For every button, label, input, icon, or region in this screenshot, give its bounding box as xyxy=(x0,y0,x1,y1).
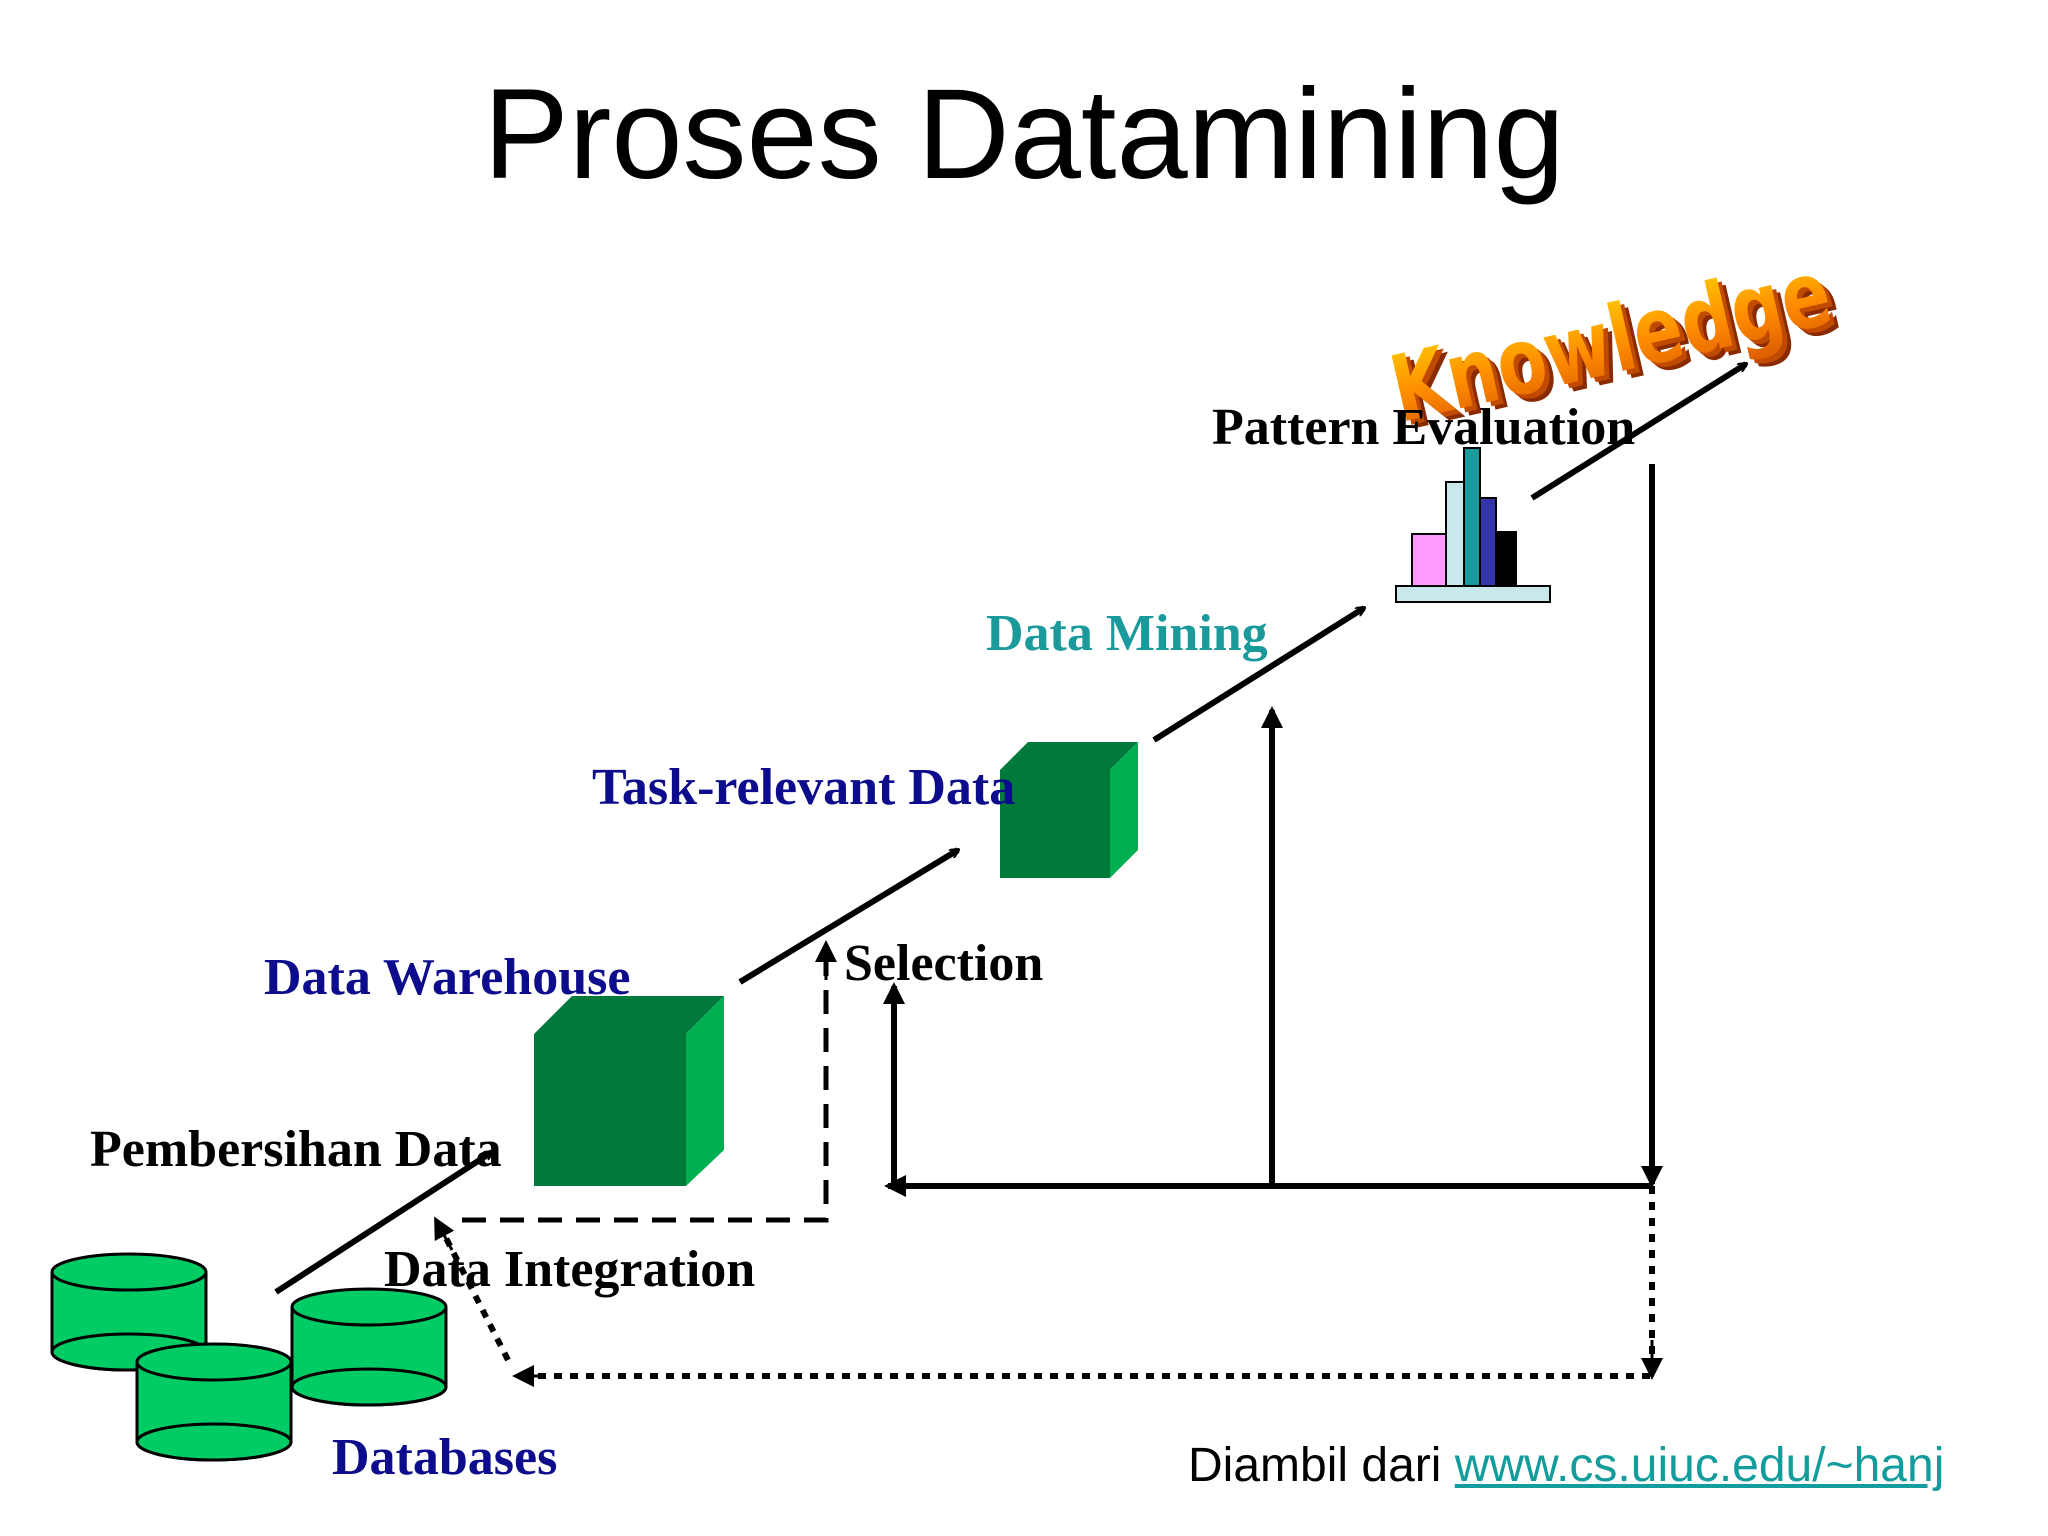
label-data-warehouse: Data Warehouse xyxy=(264,949,631,1006)
databases-icon xyxy=(50,1252,448,1462)
source-credit: Diambil dari www.cs.uiuc.edu/~hanj xyxy=(1188,1438,1944,1493)
arrow-pattern-to-knowledge xyxy=(1530,361,1746,501)
label-task-relevant-data: Task-relevant Data xyxy=(592,759,1016,816)
label-selection: Selection xyxy=(844,935,1044,992)
source-link[interactable]: www.cs.uiuc.edu/~hanj xyxy=(1454,1439,1945,1492)
dotted-diagonal-line xyxy=(443,1236,511,1362)
label-databases: Databases xyxy=(332,1429,558,1486)
arrow-task-data-to-mining xyxy=(1152,605,1364,743)
arrow-databases-to-warehouse xyxy=(274,1149,492,1295)
source-prefix: Diambil dari xyxy=(1188,1439,1455,1492)
dashed-feedback-line xyxy=(462,958,829,1223)
database-cylinder xyxy=(50,1252,208,1372)
database-cylinder xyxy=(290,1287,448,1407)
label-data-integration: Data Integration xyxy=(384,1241,756,1298)
slide-title: Proses Datamining xyxy=(483,63,1565,206)
pattern-chart-icon xyxy=(1395,447,1551,603)
database-cylinder xyxy=(135,1342,293,1462)
label-pattern-evaluation: Pattern Evaluation xyxy=(1212,399,1636,456)
dotted-arrow-diagonal xyxy=(434,1216,455,1251)
label-data-mining: Data Mining xyxy=(986,605,1268,662)
arrow-warehouse-to-task-data xyxy=(738,847,958,985)
task-relevant-data-cube xyxy=(1000,742,1138,878)
label-pembersihan-data: Pembersihan Data xyxy=(90,1121,502,1178)
data-warehouse-cube xyxy=(534,996,724,1186)
